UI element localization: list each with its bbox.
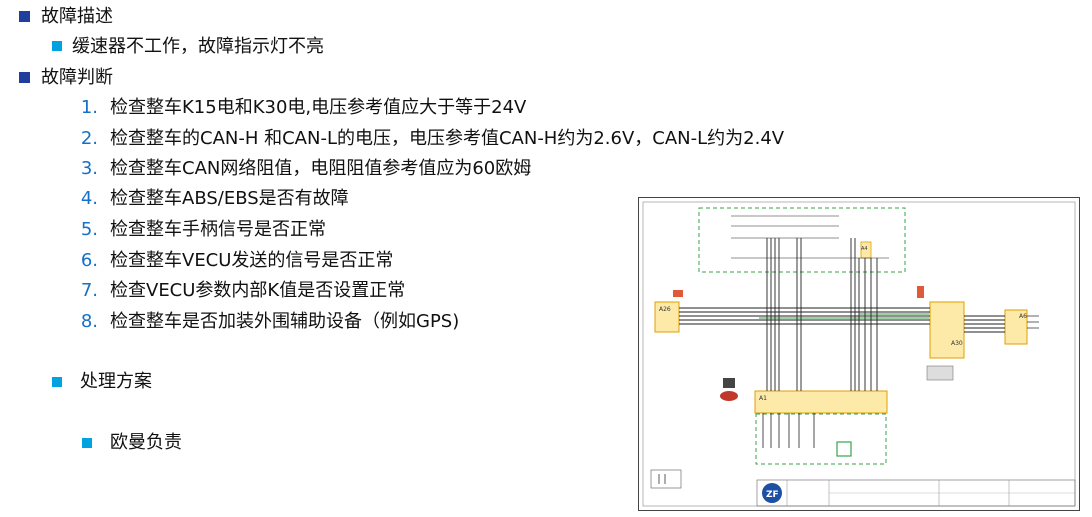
- section-title-fault-description: 故障描述: [41, 6, 113, 27]
- step-number: 5.: [80, 219, 98, 240]
- section-title-fault-diagnosis: 故障判断: [41, 67, 113, 88]
- step-number: 7.: [80, 280, 98, 301]
- step-number: 8.: [80, 311, 98, 332]
- section-title-solution: 处理方案: [80, 371, 152, 392]
- zf-logo-icon: [762, 483, 782, 503]
- a6-label: A6: [1019, 313, 1027, 320]
- step-text: 检查整车VECU发送的信号是否正常: [110, 250, 394, 271]
- step-text: 检查VECU参数内部K值是否设置正常: [110, 280, 406, 301]
- a1-label: A1: [759, 395, 767, 402]
- bullet-square-icon: [19, 72, 30, 83]
- step-text: 检查整车是否加装外围辅助设备（例如GPS): [110, 311, 460, 332]
- step-number: 4.: [80, 188, 98, 209]
- step-text: 检查整车ABS/EBS是否有故障: [110, 188, 349, 209]
- zf-logo-text: ZF: [766, 490, 779, 500]
- fault-description-item: 缓速器不工作，故障指示灯不亮: [72, 36, 324, 57]
- step-text: 检查整车的CAN-H 和CAN-L的电压，电压参考值CAN-H约为2.6V，CA…: [110, 128, 785, 149]
- step-text: 检查整车K15电和K30电,电压参考值应大于等于24V: [110, 97, 527, 118]
- solution-item: 欧曼负责: [110, 432, 182, 453]
- a26-label: A26: [659, 306, 671, 313]
- bullet-square-icon: [19, 11, 30, 22]
- sub-bullet-square-icon: [52, 41, 62, 51]
- step-text: 检查整车手柄信号是否正常: [110, 219, 326, 240]
- wiring-diagram-svg: A26 A30 A6 A1 A4: [642, 201, 1076, 507]
- step-text: 检查整车CAN网络阻值，电阻阻值参考值应为60欧姆: [110, 158, 532, 179]
- step-number: 2.: [80, 128, 98, 149]
- step-number: 6.: [80, 250, 98, 271]
- sub-bullet-square-icon: [82, 438, 92, 448]
- step-number: 1.: [80, 97, 98, 118]
- a30-label: A30: [951, 340, 963, 347]
- wiring-diagram: A26 A30 A6 A1 A4: [638, 197, 1080, 511]
- step-number: 3.: [80, 158, 98, 179]
- sub-bullet-square-icon: [52, 377, 62, 387]
- a4-label: A4: [861, 246, 868, 252]
